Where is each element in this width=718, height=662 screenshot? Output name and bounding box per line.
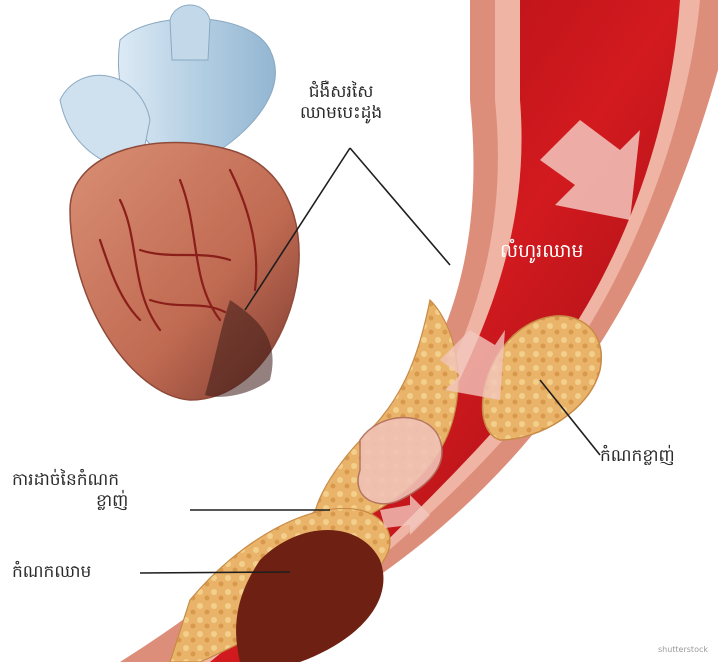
label-plaque-rupture: ការដាច់នៃកំណក ខ្លាញ់ [12,470,128,513]
label-blood-clot: កំណកឈាម [12,562,91,583]
leader-line-artery [350,148,450,265]
label-plaque-rupture-line2: ខ្លាញ់ [12,491,128,512]
watermark: shutterstock [658,645,708,654]
label-artery-wall-line1: ជំងឺសរសៃ [300,82,382,103]
label-artery-wall: ជំងឺសរសៃ ឈាមបេះដូង [300,82,382,125]
leader-line-clot [140,572,290,573]
label-plaque-right: កំណកខ្លាញ់ [600,446,675,467]
aorta-branch [170,5,210,60]
label-artery-wall-line2: ឈាមបេះដូង [300,103,382,124]
label-plaque-rupture-line1: ការដាច់នៃកំណក [12,470,128,491]
label-blood-flow: លំហូរឈាម [500,240,584,264]
heart [60,5,299,400]
